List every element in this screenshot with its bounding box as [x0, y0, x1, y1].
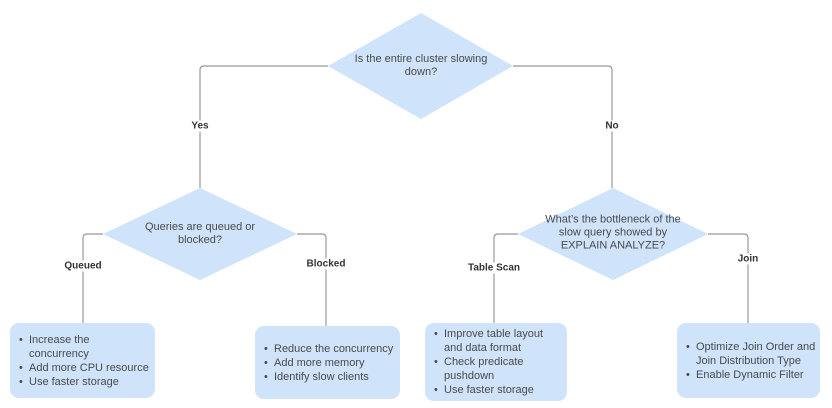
decision-root-diamond — [328, 13, 513, 119]
decision-queue-diamond — [103, 188, 297, 280]
list-item: Add more memory — [264, 356, 393, 370]
list-item: Enable Dynamic Filter — [686, 368, 816, 382]
list-item: Reduce the concurrency — [264, 342, 393, 356]
decision-root-label: Is the entire cluster slowing down? — [354, 53, 488, 78]
list-item: Improve table layout and data format — [434, 327, 563, 355]
list-item: Optimize Join Order and Join Distributio… — [686, 340, 816, 368]
edge-yes — [199, 65, 328, 188]
edge-no — [513, 65, 613, 188]
decision-queue-label: Queries are queued or blocked? — [144, 221, 256, 246]
action-list-blocked: Reduce the concurrency Add more memory I… — [264, 342, 393, 384]
list-item: Add more CPU resource — [19, 361, 151, 375]
edge-label-no: No — [602, 120, 622, 132]
edge-queued — [82, 233, 103, 323]
edge-label-yes: Yes — [188, 120, 212, 132]
edge-table-scan — [493, 233, 518, 323]
action-list-queued: Increase the concurrency Add more CPU re… — [19, 333, 151, 389]
edge-label-blocked: Blocked — [303, 258, 349, 270]
list-item: Check predicate pushdown — [434, 355, 563, 383]
list-item: Identify slow clients — [264, 370, 393, 384]
edge-join — [708, 233, 749, 323]
action-box-join: Optimize Join Order and Join Distributio… — [677, 323, 820, 398]
action-box-table-scan: Improve table layout and data format Che… — [425, 323, 567, 401]
decision-bottleneck-label: What’s the bottleneck of the slow query … — [545, 213, 681, 252]
list-item: Increase the concurrency — [19, 333, 151, 361]
list-item: Use faster storage — [19, 375, 151, 389]
decision-bottleneck-diamond — [518, 188, 708, 280]
edge-blocked — [297, 233, 327, 326]
action-list-join: Optimize Join Order and Join Distributio… — [686, 340, 816, 382]
edge-label-join: Join — [734, 253, 762, 265]
edge-label-queued: Queued — [61, 260, 105, 272]
action-box-queued: Increase the concurrency Add more CPU re… — [10, 323, 155, 398]
action-list-table-scan: Improve table layout and data format Che… — [434, 327, 563, 397]
edge-label-table-scan: Table Scan — [464, 262, 524, 274]
list-item: Use faster storage — [434, 383, 563, 397]
action-box-blocked: Reduce the concurrency Add more memory I… — [255, 326, 400, 399]
